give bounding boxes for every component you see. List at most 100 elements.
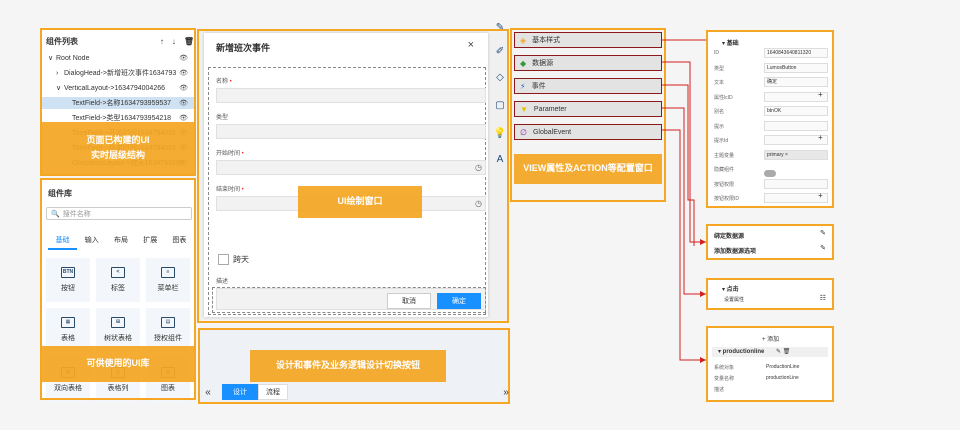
property-row[interactable]: ◈基本样式 <box>514 32 662 48</box>
eye-icon[interactable]: 👁 <box>179 55 188 62</box>
library-search-input[interactable]: 🔍 搜件名称 <box>46 207 192 220</box>
library-tab-layout[interactable]: 布局 <box>114 237 128 244</box>
edit-icon[interactable]: ✎ <box>820 230 826 237</box>
add-icon[interactable]: + <box>818 89 823 99</box>
move-up-icon[interactable]: ↑ <box>159 36 164 46</box>
prev-arrow-icon[interactable]: « <box>205 386 211 398</box>
hidden-toggle[interactable] <box>764 170 776 177</box>
basic-row-value[interactable]: LumosButton <box>764 62 828 73</box>
tab-flow[interactable]: 流程 <box>258 384 288 400</box>
canvas-frame <box>197 29 509 323</box>
field-input[interactable] <box>216 88 486 103</box>
eye-icon[interactable]: 👁 <box>179 115 188 122</box>
eraser-icon[interactable]: ◇ <box>496 71 504 83</box>
basic-row-value[interactable] <box>764 178 828 189</box>
bottom-switch-frame <box>198 328 510 404</box>
text-style-icon[interactable]: A <box>496 153 504 165</box>
tree-row[interactable]: TextField->名称1634793959537👁 <box>42 97 194 109</box>
library-tab-basic[interactable]: 基础 <box>48 235 78 250</box>
add-icon[interactable]: + <box>818 191 823 200</box>
ok-button[interactable]: 确定 <box>437 293 481 309</box>
cross-day-checkbox[interactable] <box>218 254 229 265</box>
eye-icon[interactable]: 👁 <box>179 70 188 77</box>
field-input[interactable]: ◷ <box>216 160 486 175</box>
property-icon: ◆ <box>520 58 527 68</box>
basic-row-label: 按钮权限ID <box>714 196 740 202</box>
component-icon: BTN <box>61 267 75 278</box>
library-item-label: 授权组件 <box>154 335 182 342</box>
next-arrow-icon[interactable]: » <box>503 386 509 398</box>
library-item[interactable]: <标签 <box>96 258 140 302</box>
basic-row-value[interactable] <box>764 135 828 145</box>
tree-row-label: TextField->类型1634793954218 <box>72 115 172 122</box>
library-item-label: 菜单栏 <box>157 285 179 292</box>
tree-caret-icon[interactable]: › <box>56 69 59 77</box>
property-row[interactable]: ▼Parameter <box>514 101 662 117</box>
add-variable-button[interactable]: + 添加 <box>762 337 780 343</box>
required-mark: • <box>228 79 232 85</box>
library-item[interactable]: ⊞树状表格 <box>96 308 140 352</box>
property-row[interactable]: ⚡事件 <box>514 78 662 94</box>
basic-row-label: 提示 <box>714 123 725 130</box>
delete-icon[interactable]: 🗑 <box>183 36 194 46</box>
component-icon: ▦ <box>61 317 75 328</box>
add-icon[interactable]: + <box>818 133 823 142</box>
pen-icon[interactable]: ✐ <box>495 45 505 57</box>
basic-row-value[interactable] <box>764 91 828 102</box>
library-tab-input[interactable]: 输入 <box>84 237 99 244</box>
eye-icon[interactable]: 👁 <box>179 100 188 107</box>
eye-icon[interactable]: 👁 <box>179 85 188 92</box>
library-item[interactable]: BTN 按钮 <box>46 258 90 302</box>
library-item-label: 按钮 <box>61 285 75 292</box>
settings-list-icon[interactable]: ☷ <box>819 295 826 302</box>
library-tab-extend[interactable]: 扩展 <box>143 237 158 244</box>
basic-row-value[interactable]: 1640843640811320 <box>764 48 828 58</box>
component-tree-header: 组件列表 ↑ ↓ 🗑 <box>46 34 194 48</box>
tree-row[interactable]: ∨VerticalLayout->1634794004266👁 <box>42 82 194 94</box>
property-row[interactable]: ∅GlobalEvent <box>514 124 662 140</box>
edit-icon[interactable]: ✎ <box>820 245 826 252</box>
set-property-label: 设置属性 <box>724 297 745 303</box>
basic-row-value[interactable] <box>764 193 828 203</box>
library-item[interactable]: ▤授权组件 <box>146 308 190 352</box>
property-label: Parameter <box>533 105 567 113</box>
tab-design[interactable]: 设计 <box>222 384 258 400</box>
arrow-parameter <box>700 291 706 297</box>
connector-parameter <box>662 107 706 295</box>
global-head-row <box>712 347 828 357</box>
library-item-label: 树状表格 <box>104 335 132 342</box>
move-down-icon[interactable]: ↓ <box>171 36 176 46</box>
field-label-text: 开始时间 <box>216 151 241 157</box>
cancel-button[interactable]: 取消 <box>387 293 431 309</box>
global-head-icons[interactable]: ✎ 🗑 <box>776 349 791 355</box>
basic-row-value[interactable]: primary × <box>764 149 828 160</box>
frame-icon[interactable]: ▢ <box>495 99 505 111</box>
pencil-icon[interactable]: ✎ <box>495 21 505 33</box>
global-row-label: 系统对象 <box>714 365 735 371</box>
bulb-icon[interactable]: 💡 <box>493 127 507 139</box>
close-icon[interactable]: × <box>467 39 474 51</box>
basic-row-label: 类型 <box>714 65 725 72</box>
library-item[interactable]: ≡菜单栏 <box>146 258 190 302</box>
property-row[interactable]: ◆数据源 <box>514 55 662 71</box>
tree-caret-icon[interactable]: ∨ <box>56 85 62 92</box>
tree-caret-icon[interactable]: ∨ <box>48 55 54 62</box>
library-item[interactable]: ▦表格 <box>46 308 90 352</box>
basic-row-value[interactable]: 确定 <box>764 77 828 87</box>
library-tab-chart[interactable]: 图表 <box>172 237 187 244</box>
field-label: 结束时间 • <box>216 184 244 193</box>
global-head: ▾ productionline <box>718 349 765 355</box>
basic-row-label: 文本 <box>714 80 725 86</box>
clock-icon[interactable]: ◷ <box>475 199 482 208</box>
arrow-global <box>700 357 706 363</box>
tree-row[interactable]: TextField->类型1634793954218 👁 <box>42 112 194 124</box>
tree-row-label: Root Node <box>56 54 90 62</box>
field-input[interactable] <box>216 124 486 139</box>
tree-row[interactable]: ∨Root Node 👁 <box>42 52 194 64</box>
tree-row[interactable]: ›DialogHead->新增班次事件1634793👁 <box>42 67 194 79</box>
library-item-label: 图表 <box>161 385 175 392</box>
basic-row-value[interactable] <box>764 120 828 131</box>
clock-icon[interactable]: ◷ <box>475 163 482 172</box>
basic-row-value[interactable]: btnOK <box>764 106 828 116</box>
